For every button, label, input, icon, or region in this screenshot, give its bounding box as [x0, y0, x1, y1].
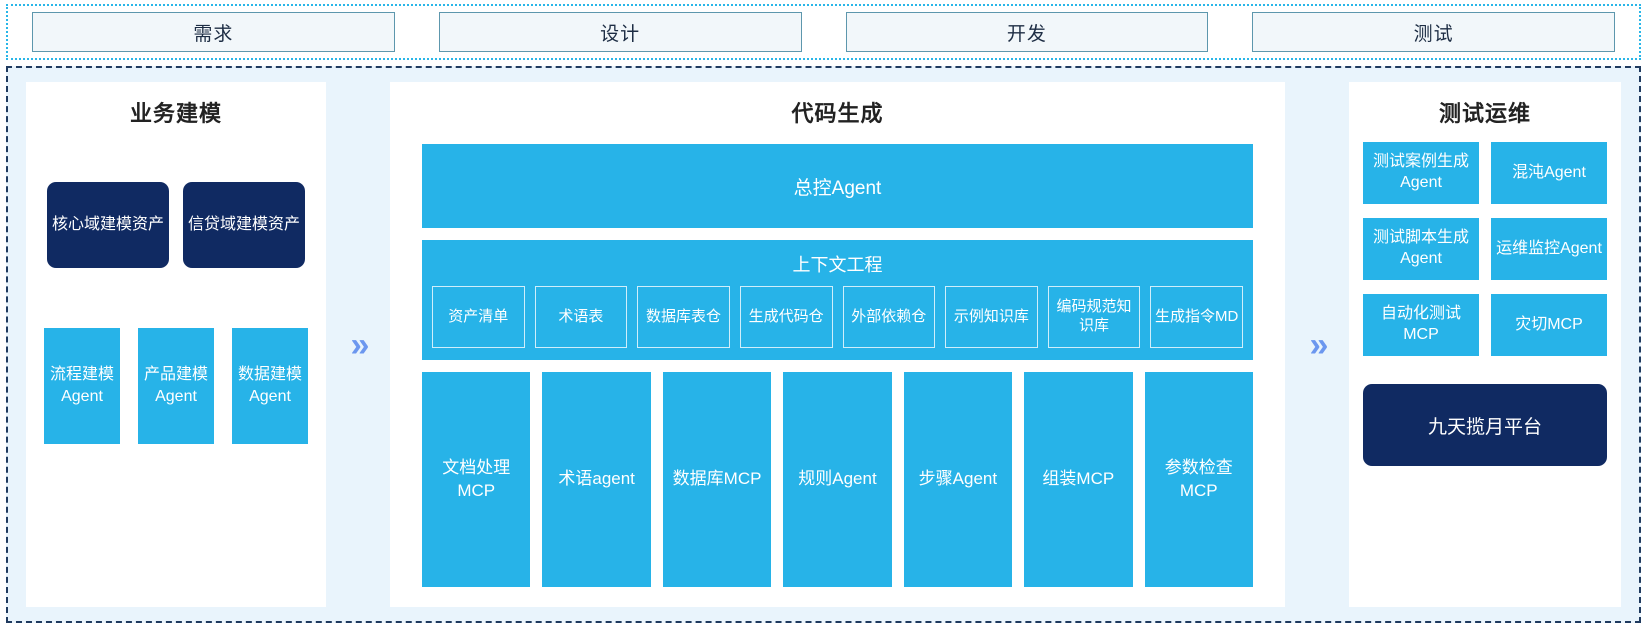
context-engineering-block: 上下文工程 资产清单 术语表 数据库表仓 生成代码仓: [422, 240, 1253, 360]
card-chaos-agent[interactable]: 混沌Agent: [1491, 142, 1607, 204]
agent-card-process-modeling[interactable]: 流程建模Agent: [44, 328, 120, 444]
master-agent-banner[interactable]: 总控Agent: [422, 144, 1253, 228]
context-item-glossary[interactable]: 术语表: [534, 286, 628, 348]
context-item-label: 生成指令MD: [1155, 307, 1239, 325]
double-chevron-right-icon: »: [326, 82, 390, 607]
card-disaster-switch-mcp[interactable]: 灾切MCP: [1491, 294, 1607, 356]
tool-card-label: 参数检查MCP: [1164, 458, 1233, 500]
agent-card-label: 数据建模Agent: [237, 366, 302, 405]
panel-test-ops: 测试运维 测试案例生成Agent 混沌Agent 测试脚本生成Agent 运维: [1349, 82, 1621, 607]
agent-card-label: 产品建模Agent: [143, 366, 208, 405]
context-item-label: 数据库表仓: [646, 307, 722, 325]
phase-box-design[interactable]: 设计: [438, 12, 802, 52]
panel-code-generation: 代码生成 总控Agent 上下文工程 资产清单 术语表: [390, 82, 1285, 607]
main-region: 业务建模 核心域建模资产 信贷域建模资产 流程建模Agent 产品建模Agent: [6, 66, 1641, 623]
card-label: 测试脚本生成Agent: [1372, 229, 1469, 267]
card-label: 灾切MCP: [1515, 315, 1583, 333]
tool-card-assembly-mcp[interactable]: 组装MCP: [1024, 372, 1133, 587]
test-ops-body: 测试案例生成Agent 混沌Agent 测试脚本生成Agent 运维监控Agen…: [1363, 138, 1607, 593]
asset-card-credit-domain[interactable]: 信贷域建模资产: [183, 182, 305, 268]
chevron-glyph: »: [1309, 325, 1329, 364]
phase-box-development[interactable]: 开发: [845, 12, 1209, 52]
phase-label: 测试: [1413, 23, 1454, 45]
card-test-case-generation-agent[interactable]: 测试案例生成Agent: [1363, 142, 1479, 204]
tool-card-label: 数据库MCP: [672, 469, 762, 489]
tool-card-rule-agent[interactable]: 规则Agent: [783, 372, 892, 587]
tool-card-glossary-agent[interactable]: 术语agent: [542, 372, 651, 587]
context-item-asset-list[interactable]: 资产清单: [432, 286, 525, 348]
panel-business-modeling: 业务建模 核心域建模资产 信贷域建模资产 流程建模Agent 产品建模Agent: [26, 82, 326, 607]
card-test-script-generation-agent[interactable]: 测试脚本生成Agent: [1363, 218, 1479, 280]
context-item-label: 外部依赖仓: [851, 307, 927, 325]
agent-card-data-modeling[interactable]: 数据建模Agent: [232, 328, 308, 444]
panel-title-code-generation: 代码生成: [791, 101, 884, 126]
code-generation-body: 总控Agent 上下文工程 资产清单 术语表 数据库表仓: [404, 138, 1271, 593]
chevron-glyph: »: [350, 325, 370, 364]
card-automated-test-mcp[interactable]: 自动化测试MCP: [1363, 294, 1479, 356]
card-label: 运维监控Agent: [1496, 239, 1602, 257]
context-item-example-knowledge-base[interactable]: 示例知识库: [945, 286, 1038, 348]
tool-card-row: 文档处理MCP 术语agent 数据库MCP 规则Agent 步骤Agent: [422, 372, 1253, 589]
agent-card-product-modeling[interactable]: 产品建模Agent: [138, 328, 214, 444]
test-ops-row: 测试脚本生成Agent 运维监控Agent: [1363, 218, 1607, 280]
context-item-label: 编码规范知识库: [1056, 298, 1132, 334]
platform-card-label: 九天揽月平台: [1427, 416, 1542, 438]
context-item-label: 示例知识库: [953, 307, 1029, 325]
double-chevron-right-icon: »: [1285, 82, 1349, 607]
tool-card-database-mcp[interactable]: 数据库MCP: [662, 372, 772, 587]
context-item-generated-code-repo[interactable]: 生成代码仓: [739, 286, 833, 348]
context-item-label: 资产清单: [448, 307, 509, 325]
modeling-agent-row: 流程建模Agent 产品建模Agent 数据建模Agent: [40, 328, 312, 444]
test-ops-row: 测试案例生成Agent 混沌Agent: [1363, 142, 1607, 204]
tool-card-label: 文档处理MCP: [442, 458, 511, 500]
tool-card-label: 组装MCP: [1042, 469, 1115, 489]
context-item-coding-standard-knowledge-base[interactable]: 编码规范知识库: [1047, 286, 1141, 348]
tool-card-document-processing-mcp[interactable]: 文档处理MCP: [422, 372, 531, 587]
tool-card-label: 规则Agent: [798, 469, 877, 489]
phase-box-requirements[interactable]: 需求: [32, 12, 395, 52]
context-item-list: 资产清单 术语表 数据库表仓 生成代码仓 外部依赖仓: [432, 286, 1243, 348]
asset-card-core-domain[interactable]: 核心域建模资产: [47, 182, 169, 268]
business-modeling-body: 核心域建模资产 信贷域建模资产 流程建模Agent 产品建模Agent 数据建模…: [40, 138, 312, 593]
phase-label: 设计: [600, 23, 641, 45]
phase-label: 开发: [1006, 23, 1047, 45]
context-item-external-dependency-repo[interactable]: 外部依赖仓: [842, 286, 936, 348]
context-item-label: 生成代码仓: [748, 307, 824, 325]
context-item-generation-instruction-md[interactable]: 生成指令MD: [1150, 286, 1243, 348]
panel-title-test-ops: 测试运维: [1438, 101, 1531, 126]
phase-label: 需求: [193, 23, 234, 45]
tool-card-parameter-check-mcp[interactable]: 参数检查MCP: [1144, 372, 1253, 587]
phase-box-testing[interactable]: 测试: [1252, 12, 1615, 52]
agent-card-label: 流程建模Agent: [49, 366, 114, 405]
tool-card-step-agent[interactable]: 步骤Agent: [903, 372, 1013, 587]
card-label: 自动化测试MCP: [1380, 305, 1461, 343]
master-agent-label: 总控Agent: [793, 177, 882, 199]
tool-card-label: 步骤Agent: [918, 469, 998, 489]
card-ops-monitoring-agent[interactable]: 运维监控Agent: [1491, 218, 1607, 280]
phase-bar: 需求 设计 开发 测试: [6, 4, 1641, 60]
asset-card-label: 信贷域建模资产: [187, 215, 300, 233]
modeling-asset-row: 核心域建模资产 信贷域建模资产: [40, 182, 312, 268]
asset-card-label: 核心域建模资产: [51, 215, 164, 233]
card-label: 混沌Agent: [1512, 163, 1586, 181]
platform-card-jiutian-lanyue[interactable]: 九天揽月平台: [1363, 384, 1607, 466]
context-item-label: 术语表: [558, 307, 604, 325]
panel-title-business-modeling: 业务建模: [129, 101, 222, 126]
context-item-db-table-repo[interactable]: 数据库表仓: [637, 286, 730, 348]
test-ops-row: 自动化测试MCP 灾切MCP: [1363, 294, 1607, 356]
context-engineering-title: 上下文工程: [792, 255, 883, 275]
card-label: 测试案例生成Agent: [1372, 153, 1469, 191]
tool-card-label: 术语agent: [558, 469, 635, 489]
